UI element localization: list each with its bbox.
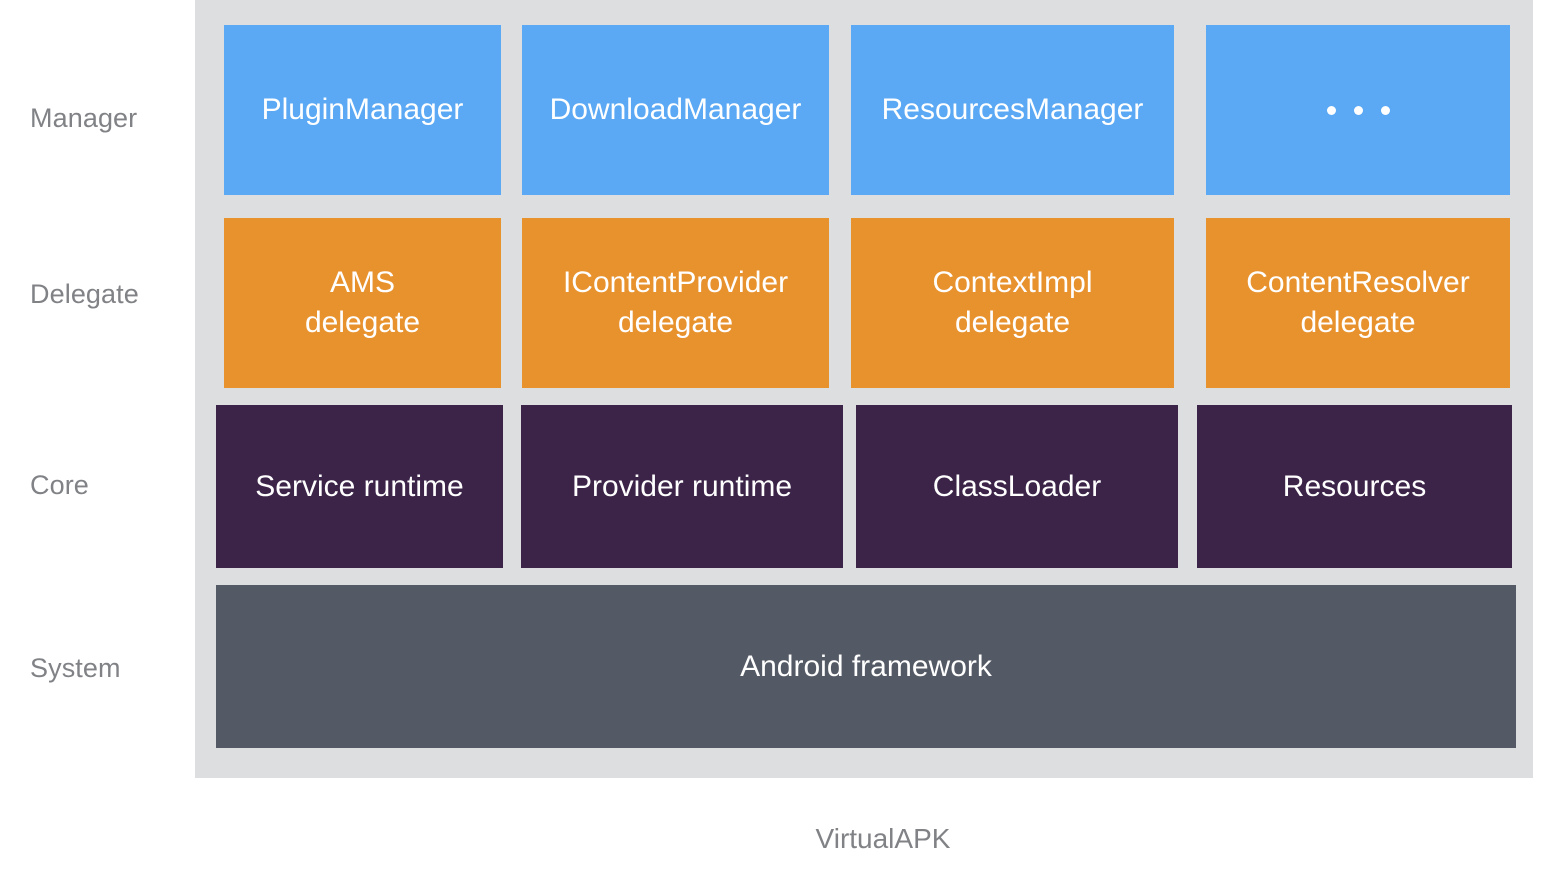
cell-service-runtime[interactable]: Service runtime <box>216 405 503 568</box>
ellipsis-icon <box>1326 105 1390 115</box>
figure-caption: VirtualAPK <box>815 823 951 854</box>
row-label-core: Core <box>30 470 89 500</box>
cell-download-manager[interactable]: DownloadManager <box>522 25 829 195</box>
cell-contentresolver-delegate[interactable]: ContentResolver delegate <box>1206 218 1510 388</box>
row-label-manager: Manager <box>30 103 138 133</box>
cell-manager-more[interactable] <box>1206 25 1510 195</box>
cell-classloader[interactable]: ClassLoader <box>856 405 1178 568</box>
cell-ams-delegate[interactable]: AMS delegate <box>224 218 501 388</box>
cell-android-framework[interactable]: Android framework <box>216 585 1516 748</box>
cell-resources[interactable]: Resources <box>1197 405 1512 568</box>
cell-icontentprovider-delegate[interactable]: IContentProvider delegate <box>522 218 829 388</box>
cell-resources-manager[interactable]: ResourcesManager <box>851 25 1174 195</box>
cell-provider-runtime[interactable]: Provider runtime <box>521 405 843 568</box>
row-label-system: System <box>30 653 121 683</box>
row-label-delegate: Delegate <box>30 279 139 309</box>
architecture-container: PluginManager DownloadManager ResourcesM… <box>195 0 1533 778</box>
cell-contextimpl-delegate[interactable]: ContextImpl delegate <box>851 218 1174 388</box>
cell-plugin-manager[interactable]: PluginManager <box>224 25 501 195</box>
